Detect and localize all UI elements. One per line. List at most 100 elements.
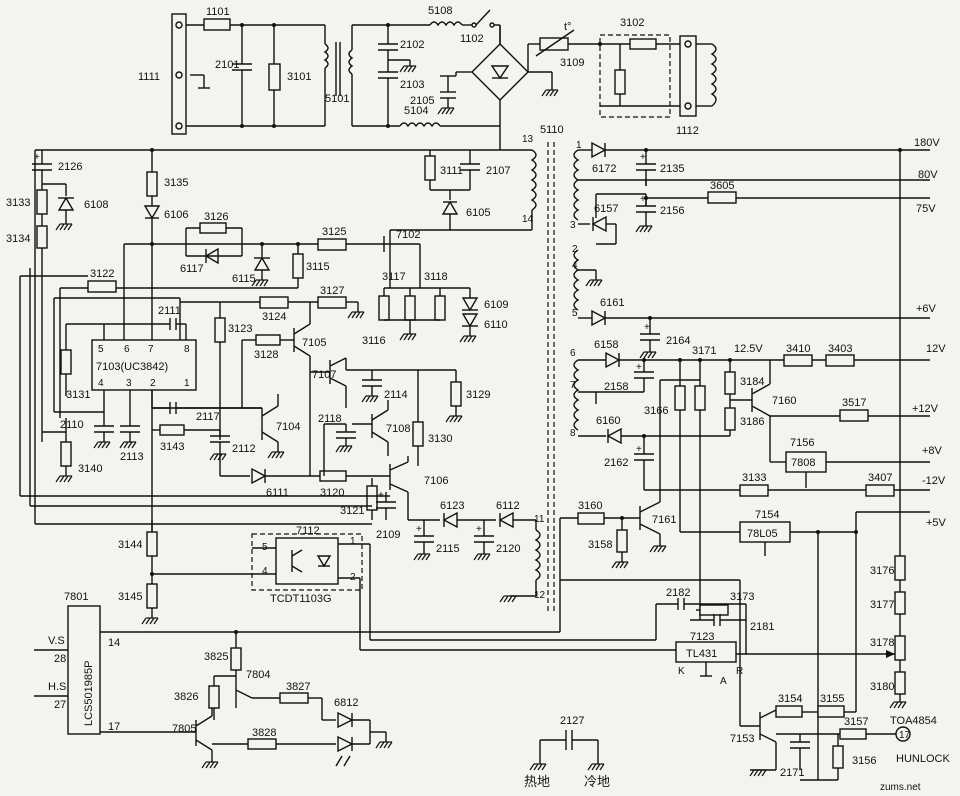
diode-6172 bbox=[591, 141, 607, 159]
pin-uc4: 4 bbox=[98, 378, 104, 389]
connector-1111 bbox=[171, 13, 187, 135]
resistor-3125 bbox=[317, 238, 347, 251]
label-78l05: 78L05 bbox=[747, 528, 778, 540]
label-3605: 3605 bbox=[710, 180, 734, 192]
label-7160: 7160 bbox=[772, 395, 796, 407]
label-6812: 6812 bbox=[334, 697, 358, 709]
diode-6158 bbox=[605, 351, 621, 369]
resistor-3128 bbox=[255, 334, 281, 346]
label-2112: 2112 bbox=[232, 443, 256, 455]
label-6160: 6160 bbox=[596, 415, 620, 427]
resistor-3122 bbox=[87, 280, 117, 293]
label-tl431: TL431 bbox=[686, 648, 717, 660]
pin-oc1: 1 bbox=[350, 536, 356, 547]
label-2107: 2107 bbox=[486, 165, 510, 177]
resistor-3129 bbox=[450, 381, 462, 407]
led-6812-a bbox=[337, 711, 354, 729]
resistor-3133a bbox=[36, 189, 48, 215]
pin-s7: 7 bbox=[570, 380, 576, 391]
resistor-3118 bbox=[434, 295, 446, 321]
label-6158: 6158 bbox=[594, 339, 618, 351]
connector-1112 bbox=[679, 35, 697, 117]
label-2117: 2117 bbox=[196, 411, 220, 423]
svg-text:+: + bbox=[636, 444, 642, 455]
standby-control: 7801 LCS501985P V.S 28 H.S 27 14 17 3825… bbox=[34, 579, 950, 781]
label-6110: 6110 bbox=[484, 319, 508, 331]
resistor-3130 bbox=[412, 421, 424, 447]
resistor-3605 bbox=[707, 191, 737, 204]
label-2158: 2158 bbox=[604, 381, 628, 393]
label-7804: 7804 bbox=[246, 669, 270, 681]
label-7808: 7808 bbox=[791, 457, 815, 469]
label-7104: 7104 bbox=[276, 421, 300, 433]
label-3157: 3157 bbox=[844, 716, 868, 728]
bridge-rectifier bbox=[471, 43, 529, 101]
pin-hs: H.S bbox=[48, 681, 66, 693]
resistor-3827 bbox=[279, 692, 309, 704]
pin-12: 12 bbox=[534, 590, 546, 601]
ic-7801 bbox=[67, 605, 101, 735]
label-1111: 1111 bbox=[138, 71, 160, 83]
pin-s8: 8 bbox=[570, 428, 576, 439]
label-6111: 6111 bbox=[266, 487, 289, 499]
feedback-tl431: 2182 3173 2181 7123 TL431 K R A bbox=[360, 587, 895, 687]
label-3117: 3117 bbox=[382, 271, 406, 283]
label-2120: 2120 bbox=[496, 543, 520, 555]
label-3173: 3173 bbox=[730, 591, 754, 603]
resistor-3825 bbox=[230, 647, 242, 671]
label-3140: 3140 bbox=[78, 463, 102, 475]
label-6115: 6115 bbox=[232, 273, 256, 285]
label-3115: 3115 bbox=[306, 261, 330, 273]
pin-s4: 4 bbox=[572, 260, 578, 271]
label-2171: 2171 bbox=[780, 767, 804, 779]
resistor-3123 bbox=[214, 317, 226, 343]
resistor-3826 bbox=[208, 685, 220, 709]
label-3134: 3134 bbox=[6, 233, 30, 245]
label-3177: 3177 bbox=[870, 599, 894, 611]
pin-s5: 5 bbox=[572, 308, 578, 319]
label-3155: 3155 bbox=[820, 693, 844, 705]
pin-oc4: 4 bbox=[262, 566, 268, 577]
resistor-3176 bbox=[894, 555, 906, 581]
label-lcs501985p: LCS501985P bbox=[83, 661, 95, 726]
output-8v: +8V bbox=[922, 445, 943, 457]
output-minus-12v: -12V bbox=[922, 475, 946, 487]
label-6106: 6106 bbox=[164, 209, 188, 221]
label-6109: 6109 bbox=[484, 299, 508, 311]
label-2110: 2110 bbox=[60, 419, 84, 431]
light-arrow bbox=[335, 755, 343, 767]
svg-text:+: + bbox=[636, 362, 642, 373]
label-3123: 3123 bbox=[228, 323, 252, 335]
label-3828: 3828 bbox=[252, 727, 276, 739]
resistor-3407 bbox=[865, 484, 895, 497]
label-7801: 7801 bbox=[64, 591, 88, 603]
zener-6110 bbox=[461, 313, 479, 328]
label-7154: 7154 bbox=[755, 509, 779, 521]
label-3180: 3180 bbox=[870, 681, 894, 693]
svg-text:+: + bbox=[416, 524, 422, 535]
transformer-5110: 5110 13 14 11 12 1 3 2 4 5 6 7 8 bbox=[390, 124, 582, 612]
label-3102: 3102 bbox=[620, 17, 644, 29]
pin-k: K bbox=[678, 666, 685, 677]
output-5v: +5V bbox=[926, 517, 947, 529]
pin-s3: 3 bbox=[570, 220, 576, 231]
svg-text:+: + bbox=[476, 524, 482, 535]
pin-27: 27 bbox=[54, 699, 66, 711]
resistor-3155 bbox=[817, 705, 845, 718]
svg-text:+: + bbox=[644, 322, 650, 333]
resistor-3124 bbox=[259, 296, 289, 309]
label-2103: 2103 bbox=[400, 79, 424, 91]
label-3120: 3120 bbox=[320, 487, 344, 499]
label-2109: 2109 bbox=[376, 529, 400, 541]
resistor-3186 bbox=[724, 407, 736, 431]
resistor-3171 bbox=[694, 385, 706, 411]
label-3118: 3118 bbox=[424, 271, 448, 283]
label-2101: 2101 bbox=[215, 59, 239, 71]
label-3410: 3410 bbox=[786, 343, 810, 355]
hunlock-terminal bbox=[895, 726, 911, 742]
pin-uc2: 2 bbox=[150, 378, 156, 389]
resistor-3140 bbox=[60, 441, 72, 467]
label-7108: 7108 bbox=[386, 423, 410, 435]
label-7102: 7102 bbox=[396, 229, 420, 241]
